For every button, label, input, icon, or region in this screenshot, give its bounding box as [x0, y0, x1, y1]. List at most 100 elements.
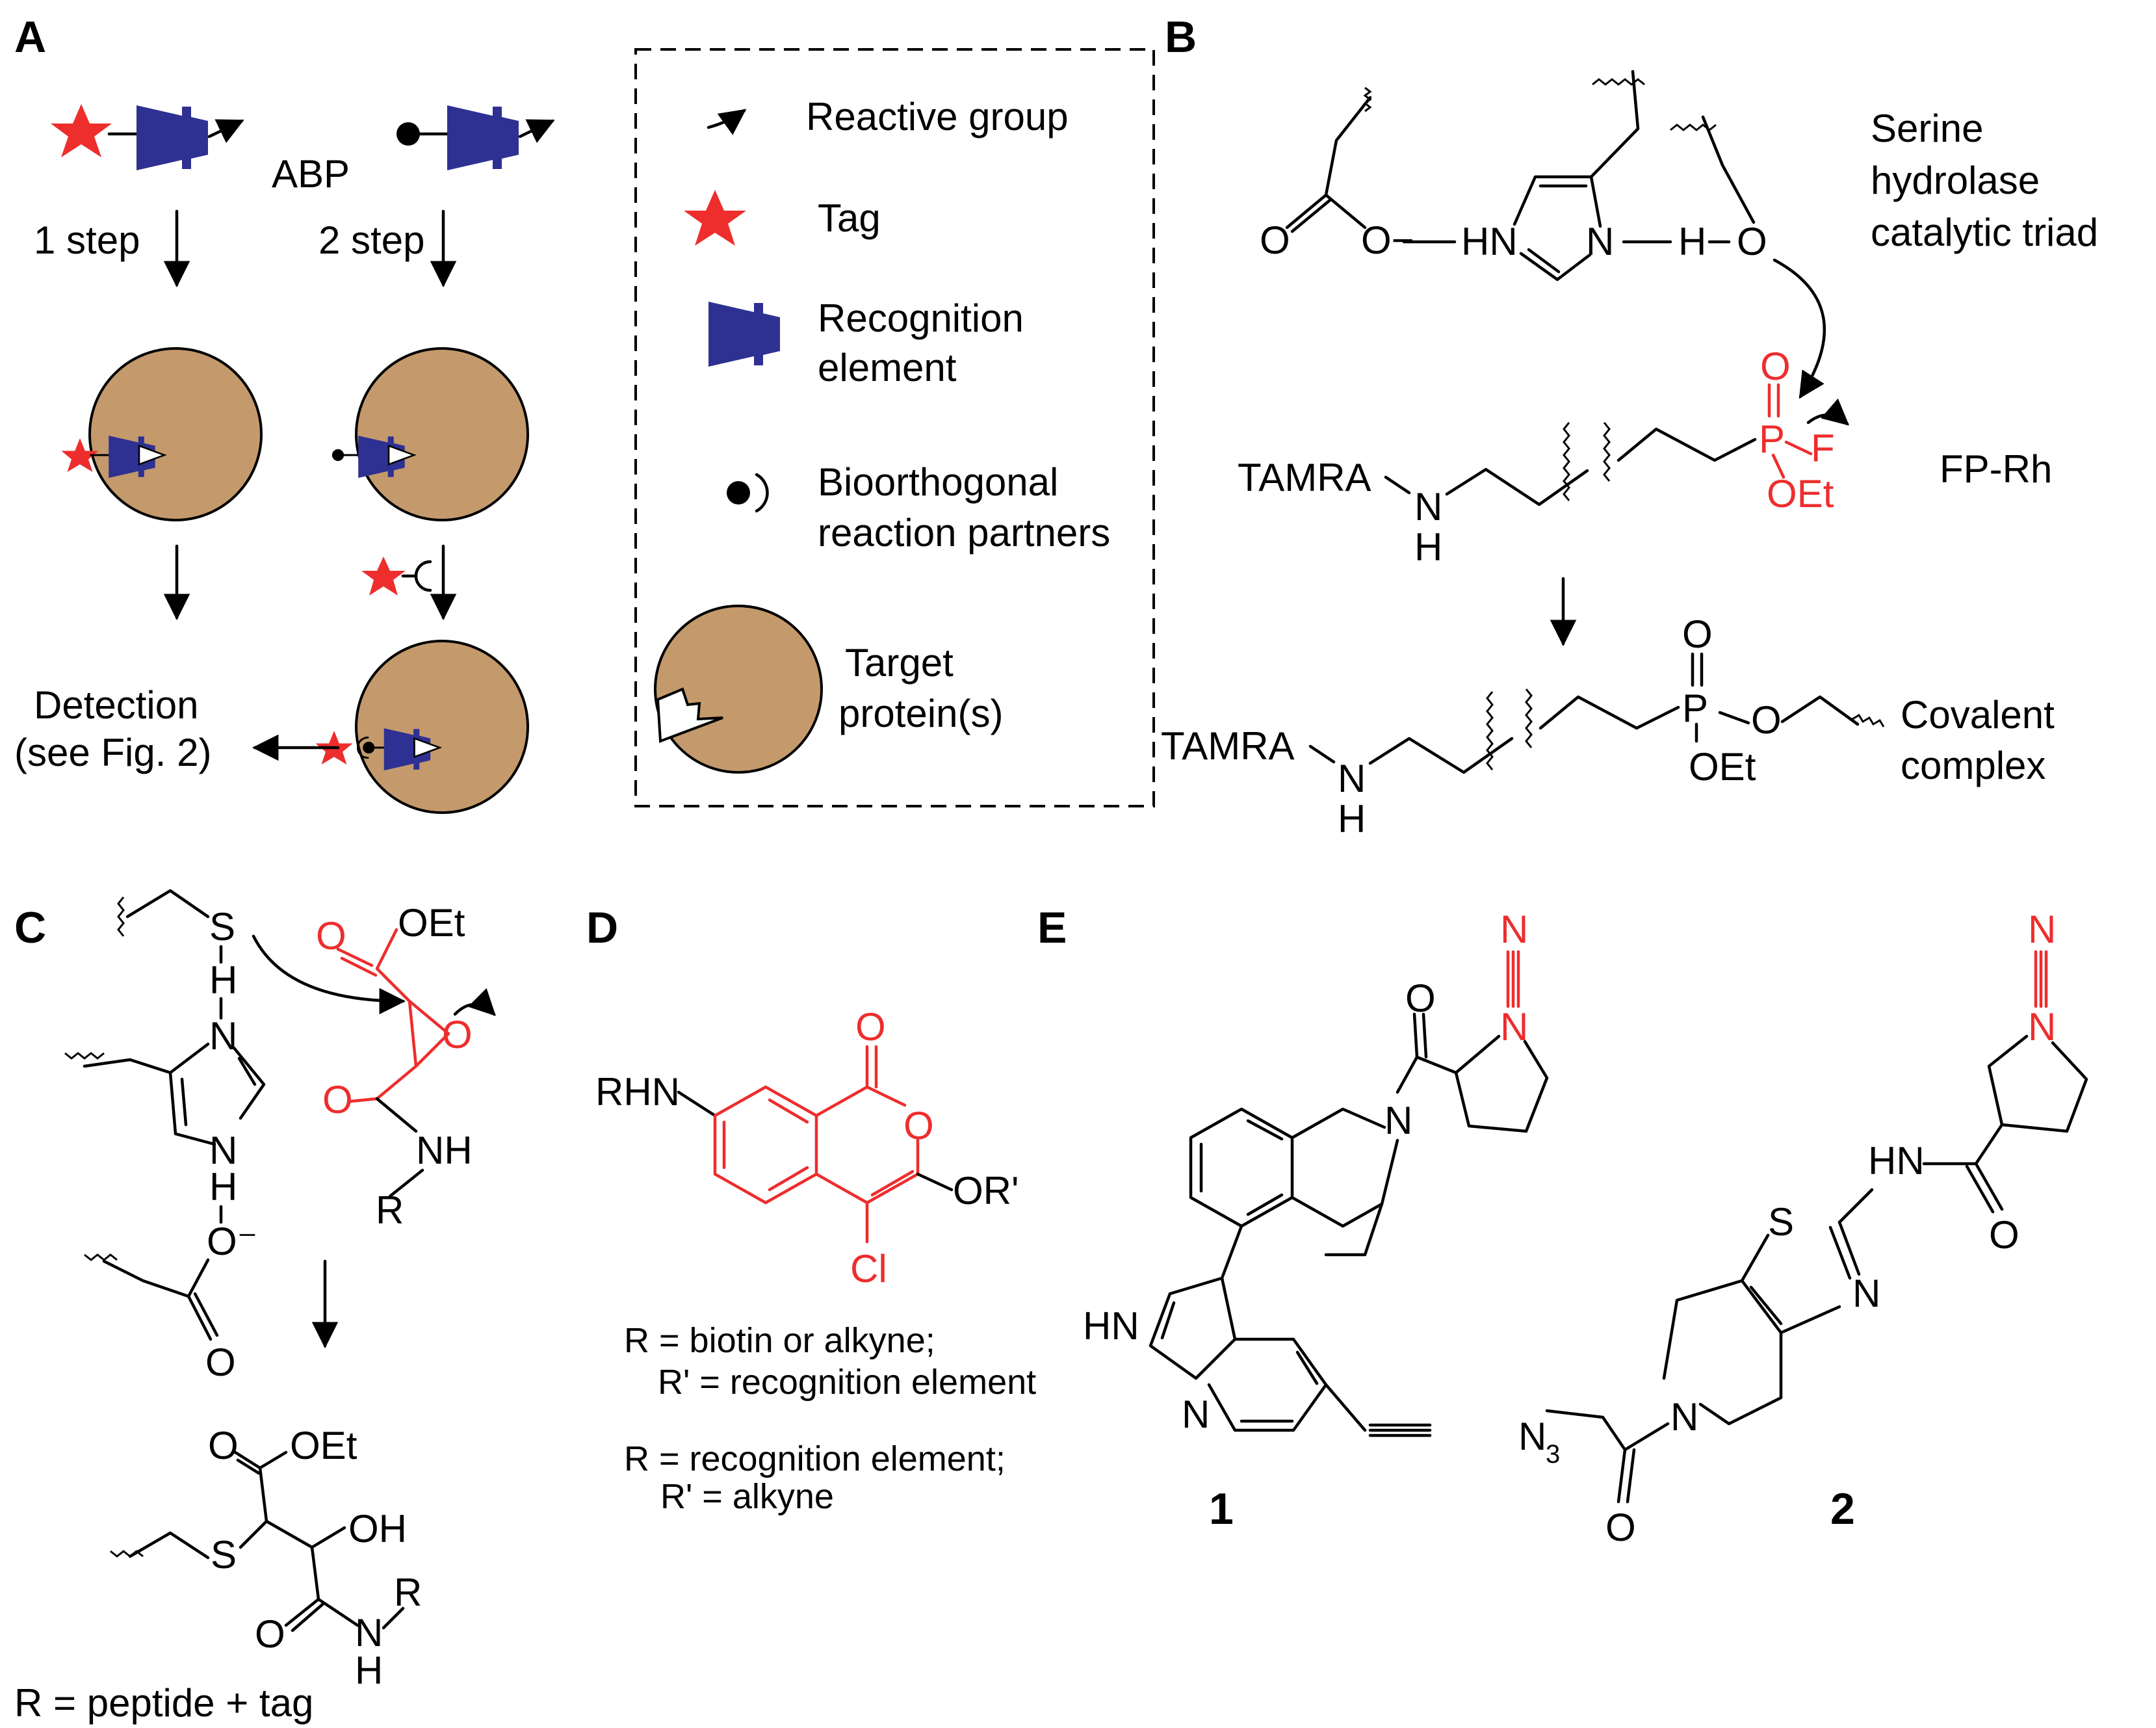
wavy-bond: [1852, 713, 1885, 727]
tamra-label-complex: TAMRA: [1161, 724, 1295, 768]
svg-text:OEt: OEt: [290, 1424, 357, 1467]
svg-text:O: O: [1605, 1506, 1636, 1549]
panel-c-footnote: R = peptide + tag: [14, 1681, 313, 1725]
recognition-element-icon: [447, 105, 519, 170]
legend-reactive-group: Reactive group: [806, 95, 1069, 138]
svg-text:O: O: [208, 1424, 239, 1467]
wavy-bond: [1525, 688, 1533, 748]
svg-text:O: O: [1751, 698, 1782, 742]
detection-label: Detection: [34, 683, 198, 727]
svg-text:N: N: [209, 1014, 237, 1058]
wavy-bond: [1592, 78, 1645, 86]
svg-text:N: N: [209, 1129, 237, 1172]
reactive-group-icon: [707, 109, 747, 135]
tag-star-icon: [684, 190, 746, 246]
svg-text:O⁻: O⁻: [207, 1220, 257, 1263]
legend-bioorthogonal-1: Bioorthogonal: [818, 460, 1058, 504]
legend-box: [634, 48, 1155, 807]
covalent-label-1: Covalent: [1901, 693, 2055, 737]
svg-text:NH: NH: [416, 1129, 473, 1172]
legend-target-2: protein(s): [838, 692, 1003, 735]
legend-bioorthogonal-2: reaction partners: [818, 511, 1110, 555]
svg-text:OEt: OEt: [1689, 745, 1756, 789]
panel-label-c: C: [14, 903, 46, 952]
svg-text:H: H: [209, 1165, 237, 1209]
wavy-bond: [1486, 691, 1494, 770]
svg-text:OR': OR': [953, 1169, 1019, 1212]
triad-label-1: Serine: [1871, 107, 1983, 150]
bioorthogonal-dot-icon: [396, 122, 420, 146]
svg-text:N: N: [1384, 1099, 1412, 1142]
step1-label: 1 step: [34, 218, 140, 262]
reactive-group-icon: [518, 119, 555, 144]
svg-text:O−: O−: [1361, 218, 1414, 262]
svg-text:N: N: [355, 1611, 383, 1655]
svg-text:P: P: [1682, 687, 1708, 730]
target-protein-icon: [355, 640, 529, 814]
compound-2-label: 2: [1830, 1484, 1855, 1534]
svg-text:S: S: [211, 1533, 237, 1577]
triad-label-2: hydrolase: [1871, 159, 2040, 202]
svg-text:O: O: [1989, 1213, 2020, 1257]
svg-text:O: O: [1682, 612, 1713, 656]
step2-label: 2 step: [318, 218, 424, 262]
svg-text:N: N: [1414, 485, 1442, 529]
svg-text:O: O: [322, 1078, 353, 1121]
wavy-bond: [1603, 422, 1611, 482]
svg-text:N: N: [1500, 908, 1528, 951]
covalent-label-2: complex: [1901, 744, 2046, 787]
detection-ref-label: (see Fig. 2): [14, 731, 211, 774]
wavy-bond: [1670, 124, 1717, 131]
svg-text:H: H: [1414, 525, 1442, 569]
svg-text:HN: HN: [1083, 1304, 1139, 1348]
wavy-bond: [1563, 422, 1570, 501]
svg-text:O: O: [1737, 220, 1767, 263]
svg-text:O: O: [442, 1013, 473, 1056]
tag-star-icon: [51, 104, 112, 157]
svg-text:N: N: [1338, 757, 1366, 800]
panel-label-d: D: [586, 903, 618, 952]
bioorthogonal-partner-icon: [755, 473, 769, 513]
recognition-element-icon: [708, 302, 780, 367]
svg-text:N: N: [2028, 908, 2056, 951]
compound-1-label: 1: [1209, 1484, 1234, 1534]
panel-label-e: E: [1037, 903, 1067, 952]
triad-label-3: catalytic triad: [1871, 211, 2098, 254]
svg-text:OEt: OEt: [1767, 472, 1834, 516]
bioorthogonal-partner-icon: [414, 560, 432, 592]
svg-text:O: O: [255, 1612, 285, 1656]
wavy-bond: [64, 1052, 105, 1060]
svg-text:HN: HN: [1868, 1139, 1925, 1183]
svg-text:R: R: [376, 1188, 404, 1232]
tamra-label: TAMRA: [1238, 456, 1371, 499]
panel-d-note2-1: R = recognition element;: [624, 1439, 1006, 1478]
svg-text:O: O: [903, 1104, 934, 1147]
panel-d-note1-2: R' = recognition element: [658, 1363, 1036, 1402]
svg-text:S: S: [1768, 1200, 1794, 1244]
svg-text:R: R: [394, 1571, 422, 1614]
svg-text:S: S: [209, 905, 235, 949]
svg-text:O: O: [205, 1341, 236, 1384]
legend-recognition-2: element: [818, 346, 957, 389]
svg-text:P: P: [1759, 417, 1785, 461]
svg-text:O: O: [1405, 976, 1436, 1020]
wavy-bond: [84, 1253, 118, 1261]
panel-label-a: A: [14, 12, 46, 62]
legend-recognition-1: Recognition: [818, 296, 1024, 340]
bioorthogonal-dot-icon: [727, 481, 750, 504]
reactive-group-icon: [207, 119, 244, 144]
svg-text:F: F: [1811, 426, 1835, 470]
svg-text:RHN: RHN: [595, 1070, 680, 1114]
target-protein-icon: [355, 347, 529, 521]
svg-text:HN: HN: [1461, 220, 1518, 263]
wavy-bond: [117, 897, 125, 937]
target-protein-icon: [654, 605, 823, 774]
svg-text:3: 3: [1546, 1440, 1560, 1469]
svg-text:O: O: [1760, 345, 1791, 388]
svg-text:N: N: [1852, 1272, 1880, 1315]
svg-text:N: N: [1670, 1395, 1698, 1439]
svg-text:OEt: OEt: [398, 901, 465, 945]
svg-text:H: H: [209, 958, 237, 1002]
fp-rh-label: FP-Rh: [1940, 447, 2052, 491]
legend-target-1: Target: [845, 641, 954, 685]
